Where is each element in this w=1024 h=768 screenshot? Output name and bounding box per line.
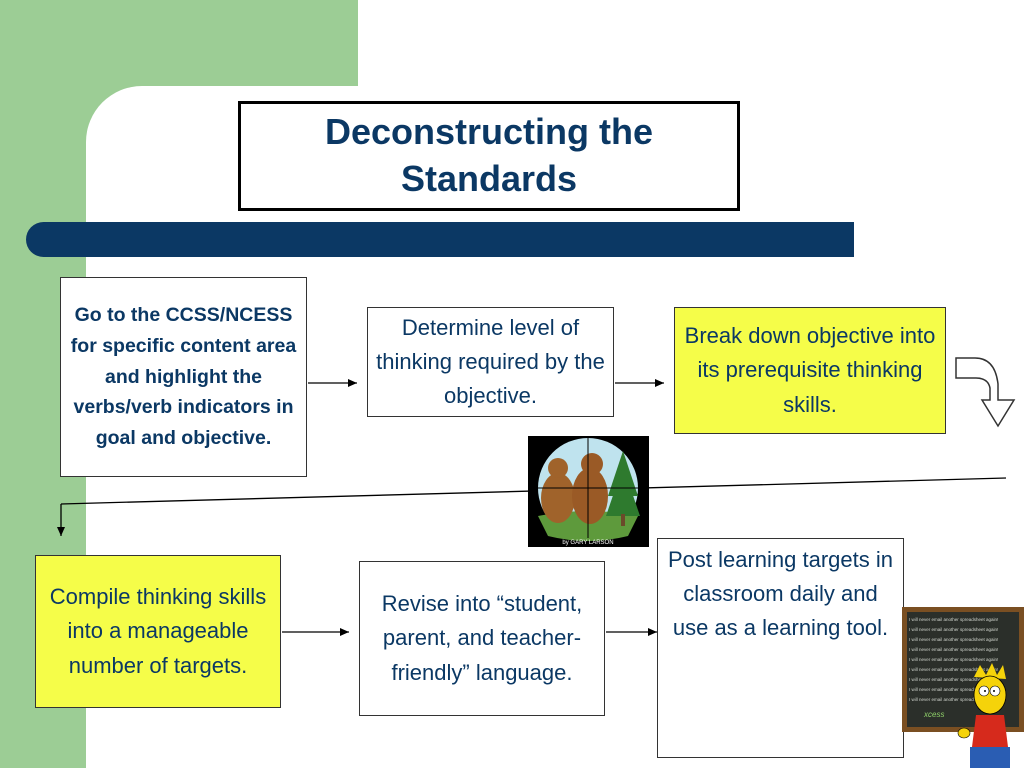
step-box-3: Break down objective into its prerequisi… — [674, 307, 946, 434]
title-box: Deconstructing the Standards — [238, 101, 740, 211]
step-text-2: Determine level of thinking required by … — [376, 314, 605, 409]
chalkboard-image: I will never email another spreadsheet a… — [902, 607, 1024, 768]
blue-accent-band — [26, 222, 854, 257]
chalk-line-2: I will never email another spreadsheet a… — [909, 627, 998, 632]
step-box-1: Go to the CCSS/NCESS for specific conten… — [60, 277, 307, 477]
step-box-5: Revise into “student, parent, and teache… — [359, 561, 605, 716]
page-title: Deconstructing the Standards — [324, 111, 654, 199]
chalk-line-9: I will never email another spreadsheet a… — [909, 697, 998, 702]
bear-cartoon-image: by GARY LARSON — [528, 436, 649, 547]
step-text-6: Post learning targets in classroom daily… — [667, 547, 894, 641]
chalk-line-8: I will never email another spreadsheet a… — [909, 687, 998, 692]
step-text-4: Compile thinking skills into a manageabl… — [49, 584, 267, 678]
step-box-2: Determine level of thinking required by … — [367, 307, 614, 417]
chalk-line-6: I will never email another spreadsheet a… — [909, 667, 998, 672]
cartoon-credit: by GARY LARSON — [562, 540, 613, 546]
step-text-1: Go to the CCSS/NCESS for specific conten… — [70, 304, 297, 450]
step-text-5: Revise into “student, parent, and teache… — [381, 591, 583, 685]
step-text-3: Break down objective into its prerequisi… — [684, 323, 936, 417]
chalk-line-7: I will never email another spreadsheet a… — [909, 677, 998, 682]
chalk-line-3: I will never email another spreadsheet a… — [909, 637, 998, 642]
step-box-4: Compile thinking skills into a manageabl… — [35, 555, 281, 708]
chalk-line-5: I will never email another spreadsheet a… — [909, 657, 998, 662]
chalkboard-logo: xcess — [923, 710, 944, 719]
step-box-6: Post learning targets in classroom daily… — [657, 538, 904, 758]
chalk-line-4: I will never email another spreadsheet a… — [909, 647, 998, 652]
chalk-line-1: I will never email another spreadsheet a… — [909, 617, 998, 622]
